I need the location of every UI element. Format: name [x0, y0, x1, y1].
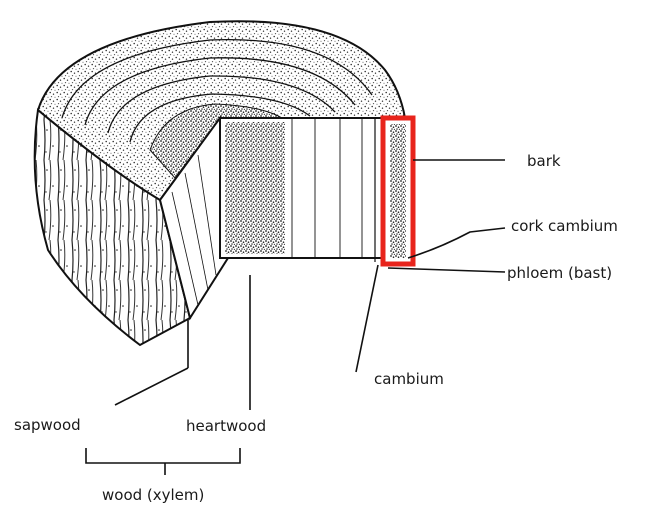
label-wood-xylem: wood (xylem)	[102, 486, 204, 504]
wedge-front-face	[220, 118, 385, 262]
label-cambium: cambium	[374, 370, 444, 388]
label-bark: bark	[527, 152, 561, 170]
label-sapwood: sapwood	[14, 416, 81, 434]
label-phloem: phloem (bast)	[507, 264, 612, 282]
bark-highlight	[383, 118, 413, 264]
label-heartwood: heartwood	[186, 417, 266, 435]
label-cork-cambium: cork cambium	[511, 217, 618, 235]
